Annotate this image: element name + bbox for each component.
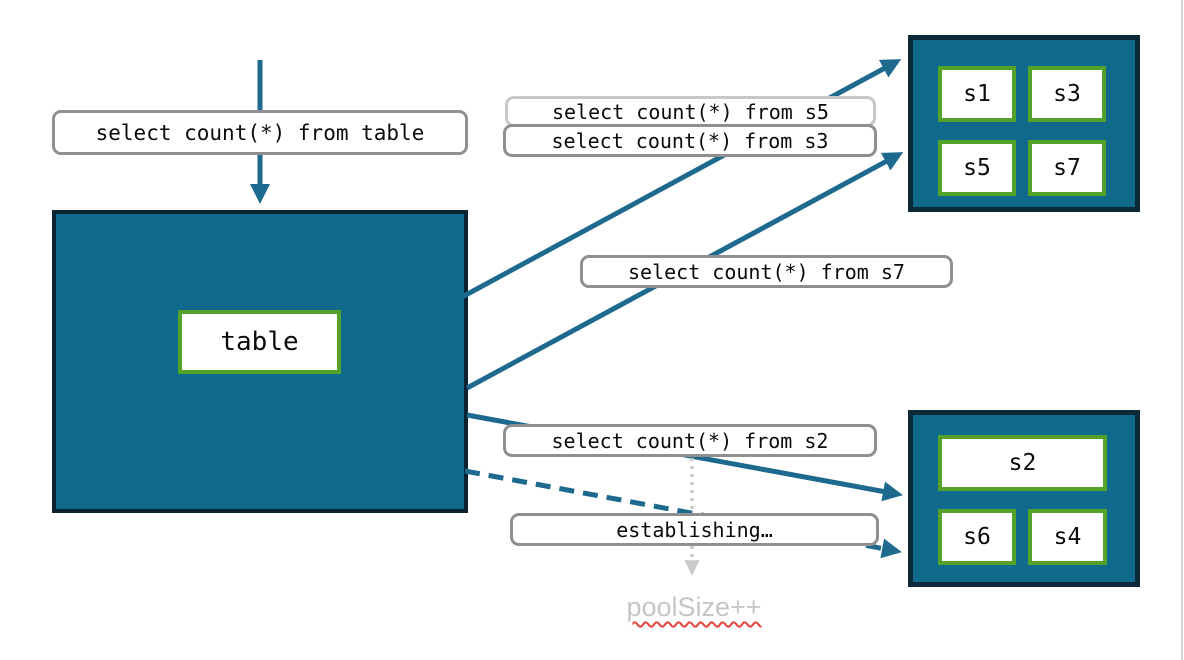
shard-label-s1: s1: [963, 81, 991, 107]
table-node: table: [178, 310, 341, 374]
query-label-s5: select count(*) from s5: [505, 96, 876, 127]
shard-cell-s5: s5: [938, 140, 1016, 196]
query-label-s5-text: select count(*) from s5: [552, 99, 829, 124]
shard-cell-s1: s1: [938, 66, 1016, 122]
query-label-s3: select count(*) from s3: [503, 124, 877, 157]
status-label-establishing-text: establishing…: [616, 517, 773, 542]
shard-cell-s6: s6: [938, 509, 1016, 565]
shard-cell-s3: s3: [1028, 66, 1106, 122]
status-label-establishing: establishing…: [510, 513, 879, 546]
shard-cell-s7: s7: [1028, 140, 1106, 196]
shard-label-s3: s3: [1053, 81, 1081, 107]
shard-label-s7: s7: [1053, 155, 1081, 181]
shard-cell-s4: s4: [1028, 509, 1107, 565]
shard-cell-s2: s2: [938, 435, 1107, 491]
shard-label-s6: s6: [963, 524, 991, 550]
query-label-s7: select count(*) from s7: [580, 255, 953, 288]
shard-label-s4: s4: [1053, 524, 1082, 550]
poolsize-annotation-text: poolSize++: [626, 592, 762, 622]
shard-label-s2: s2: [1008, 450, 1037, 476]
query-label-s7-text: select count(*) from s7: [628, 259, 905, 284]
query-label-table-text: select count(*) from table: [95, 120, 425, 145]
shard-label-s5: s5: [963, 155, 991, 181]
query-label-table: select count(*) from table: [52, 110, 468, 155]
query-label-s3-text: select count(*) from s3: [551, 128, 829, 153]
table-node-label: table: [220, 327, 299, 357]
query-label-s2: select count(*) from s2: [503, 424, 877, 457]
query-label-s2-text: select count(*) from s2: [551, 428, 829, 453]
poolsize-annotation: poolSize++: [604, 592, 784, 623]
